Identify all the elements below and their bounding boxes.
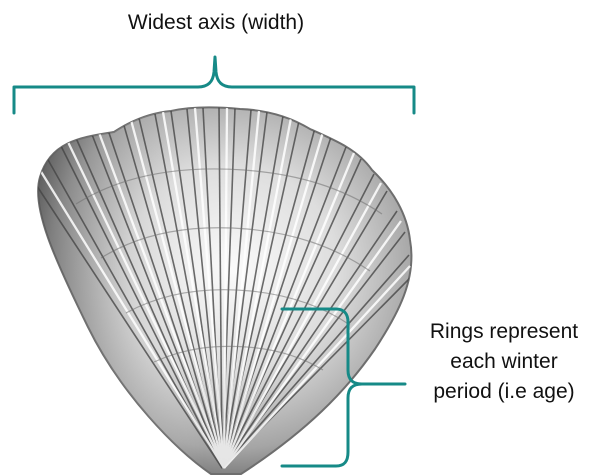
width-bracket bbox=[14, 57, 414, 113]
shell-icon bbox=[20, 100, 430, 475]
